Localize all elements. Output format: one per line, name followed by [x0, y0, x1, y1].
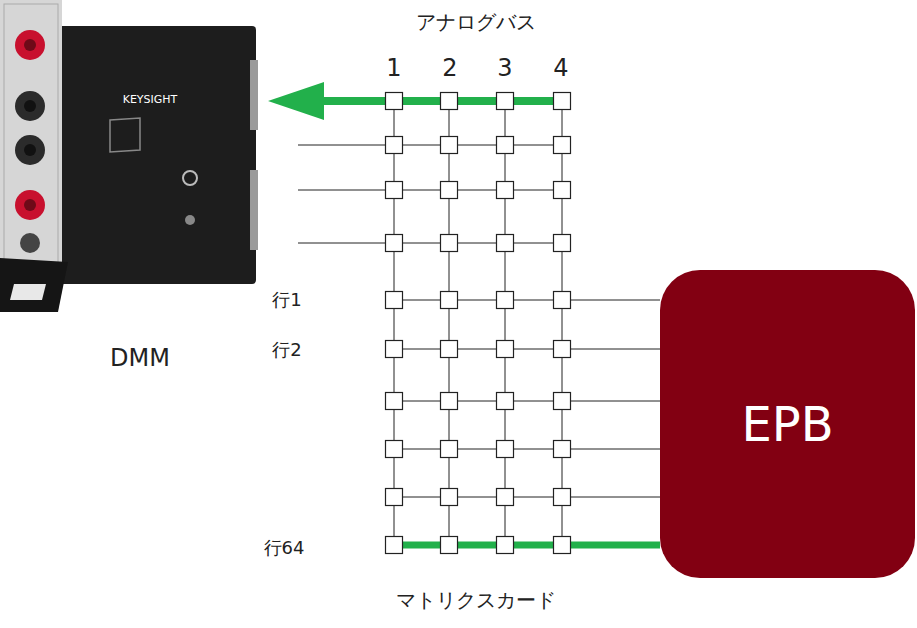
- switch-symbol: [497, 489, 514, 506]
- switch-symbol: [554, 393, 571, 410]
- switch-symbol: [441, 292, 458, 309]
- node-label: EPB: [741, 396, 833, 452]
- switch-symbol: [386, 341, 403, 358]
- switch-symbol: [386, 441, 403, 458]
- row-name: 行1: [272, 290, 301, 310]
- switch-symbol: [386, 489, 403, 506]
- row-wire: [394, 497, 660, 498]
- dmm-module: [0, 0, 258, 312]
- switch-symbol: [386, 537, 403, 554]
- column-number: 3: [497, 55, 512, 81]
- switch-symbol: [497, 292, 514, 309]
- switch-symbol: [497, 341, 514, 358]
- switch-symbol: [497, 93, 514, 110]
- switch-symbol: [386, 137, 403, 154]
- switch-symbol: [554, 489, 571, 506]
- switch-symbol: [441, 137, 458, 154]
- bus-wire: [505, 101, 506, 545]
- node-label: DMM: [110, 344, 170, 372]
- switch-symbol: [497, 137, 514, 154]
- column-number: 2: [442, 55, 457, 81]
- bus-heading: アナログバス: [416, 11, 536, 33]
- switch-symbol: [554, 292, 571, 309]
- column-number: 1: [386, 55, 401, 81]
- row-wire: [298, 190, 562, 191]
- row-wire: [394, 300, 660, 301]
- switch-symbol: [386, 182, 403, 199]
- switch-symbol: [441, 235, 458, 252]
- switch-symbol: [441, 393, 458, 410]
- row-wire: [298, 243, 562, 244]
- epb-box: EPB: [660, 270, 915, 578]
- switch-symbol: [497, 441, 514, 458]
- dmm-module: DMM: [0, 0, 280, 372]
- switch-symbol: [441, 537, 458, 554]
- signal-path: [400, 542, 660, 549]
- switch-symbol: [497, 182, 514, 199]
- switch-symbol: [386, 393, 403, 410]
- row-wire: [394, 401, 660, 402]
- row-wire: [394, 349, 660, 350]
- switch-symbol: [554, 137, 571, 154]
- row-wire: [394, 545, 660, 546]
- switch-symbol: [441, 182, 458, 199]
- row-name: 行64: [264, 538, 305, 558]
- bus-wire: [562, 101, 563, 545]
- signal-arrowhead: [268, 82, 324, 120]
- row-wire: [394, 449, 660, 450]
- switch-symbol: [554, 182, 571, 199]
- column-number: 4: [553, 55, 568, 81]
- switch-symbol: [497, 393, 514, 410]
- switch-symbol: [554, 537, 571, 554]
- switch-symbol: [554, 441, 571, 458]
- bus-wire: [449, 101, 450, 545]
- switch-symbol: [497, 537, 514, 554]
- switch-symbol: [386, 235, 403, 252]
- switch-symbol: [441, 489, 458, 506]
- caption: マトリクスカード: [396, 589, 556, 611]
- bus-wire: [394, 101, 395, 545]
- brand-logo: KEYSIGHT: [123, 94, 178, 106]
- switch-symbol: [554, 341, 571, 358]
- switch-symbol: [554, 235, 571, 252]
- switch-symbol: [554, 93, 571, 110]
- row-wire: [298, 145, 562, 146]
- switch-symbol: [441, 441, 458, 458]
- switch-matrix: [268, 82, 660, 554]
- switch-symbol: [497, 235, 514, 252]
- row-name: 行2: [272, 340, 301, 360]
- switch-symbol: [441, 341, 458, 358]
- switch-symbol: [386, 292, 403, 309]
- switch-symbol: [386, 93, 403, 110]
- switch-symbol: [441, 93, 458, 110]
